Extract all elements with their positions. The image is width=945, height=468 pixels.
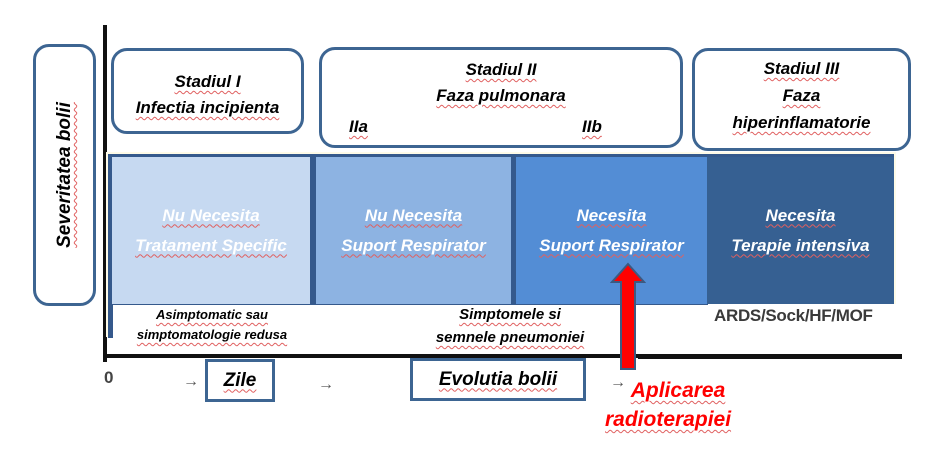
- y-axis-label: Severitatea bolii: [53, 102, 75, 248]
- y-axis-label-box: Severitatea bolii: [33, 44, 96, 306]
- stage-3-box: Stadiul III Faza hiperinflamatorie: [692, 48, 911, 151]
- x-axis-line-left: [103, 354, 641, 358]
- stage-1-box: Stadiul I Infectia incipienta: [111, 48, 304, 134]
- y-axis-line: [103, 25, 107, 362]
- cell-3-line1: Necesita: [576, 205, 647, 225]
- symptoms-strip: [113, 305, 708, 355]
- stage-3-title: Stadiul III: [763, 59, 840, 78]
- arrow-right-icon: →: [610, 374, 626, 391]
- note-stage-2: Simptomele si semnele pneumoniei: [435, 306, 585, 346]
- radiotherapy-annotation: Aplicarea radioterapiei: [605, 379, 732, 431]
- radiotherapy-arrow-icon: [610, 262, 646, 370]
- stage-3-subtitle-2: hiperinflamatorie: [732, 113, 871, 132]
- cell-3-line2: Suport Respirator: [539, 235, 684, 255]
- cell-1-line1: Nu Necesita: [162, 205, 260, 225]
- arrow-right-icon: →: [183, 373, 199, 390]
- substage-2a: IIa: [349, 117, 368, 136]
- cell-1-line2: Tratament Specific: [135, 235, 287, 255]
- stage-1-subtitle: Infectia incipienta: [135, 98, 280, 117]
- substage-2b: IIb: [582, 117, 602, 136]
- cell-4-line2: Terapie intensiva: [731, 235, 870, 255]
- x-axis-line-right: [638, 354, 902, 359]
- note-stage-1: Asimptomatic sau simptomatologie redusa: [136, 307, 288, 342]
- stage-1-title: Stadiul I: [174, 72, 241, 91]
- stage-2-box: Stadiul II Faza pulmonara IIa IIb: [319, 47, 683, 148]
- stage-3-subtitle-1: Faza: [782, 86, 821, 105]
- cell-respiratory-support: Necesita Suport Respirator: [516, 157, 707, 304]
- cell-2-line2: Suport Respirator: [341, 235, 486, 255]
- cell-4-line1: Necesita: [765, 205, 836, 225]
- x-axis-label-days: Zile: [205, 359, 275, 402]
- x-axis-label-evolution: Evolutia bolii: [410, 358, 586, 401]
- cell-intensive-therapy: Necesita Terapie intensiva: [707, 157, 894, 304]
- note-stage-3: ARDS/Sock/HF/MOF: [714, 306, 873, 325]
- cell-no-treatment: Nu Necesita Tratament Specific: [112, 157, 310, 304]
- arrow-right-icon: →: [318, 376, 334, 393]
- cell-no-respiratory-support: Nu Necesita Suport Respirator: [316, 157, 511, 304]
- stage-2-title: Stadiul II: [465, 60, 537, 79]
- stage-2-subtitle: Faza pulmonara: [436, 86, 566, 105]
- x-axis-origin: 0: [104, 368, 114, 387]
- cell-2-line1: Nu Necesita: [364, 205, 463, 225]
